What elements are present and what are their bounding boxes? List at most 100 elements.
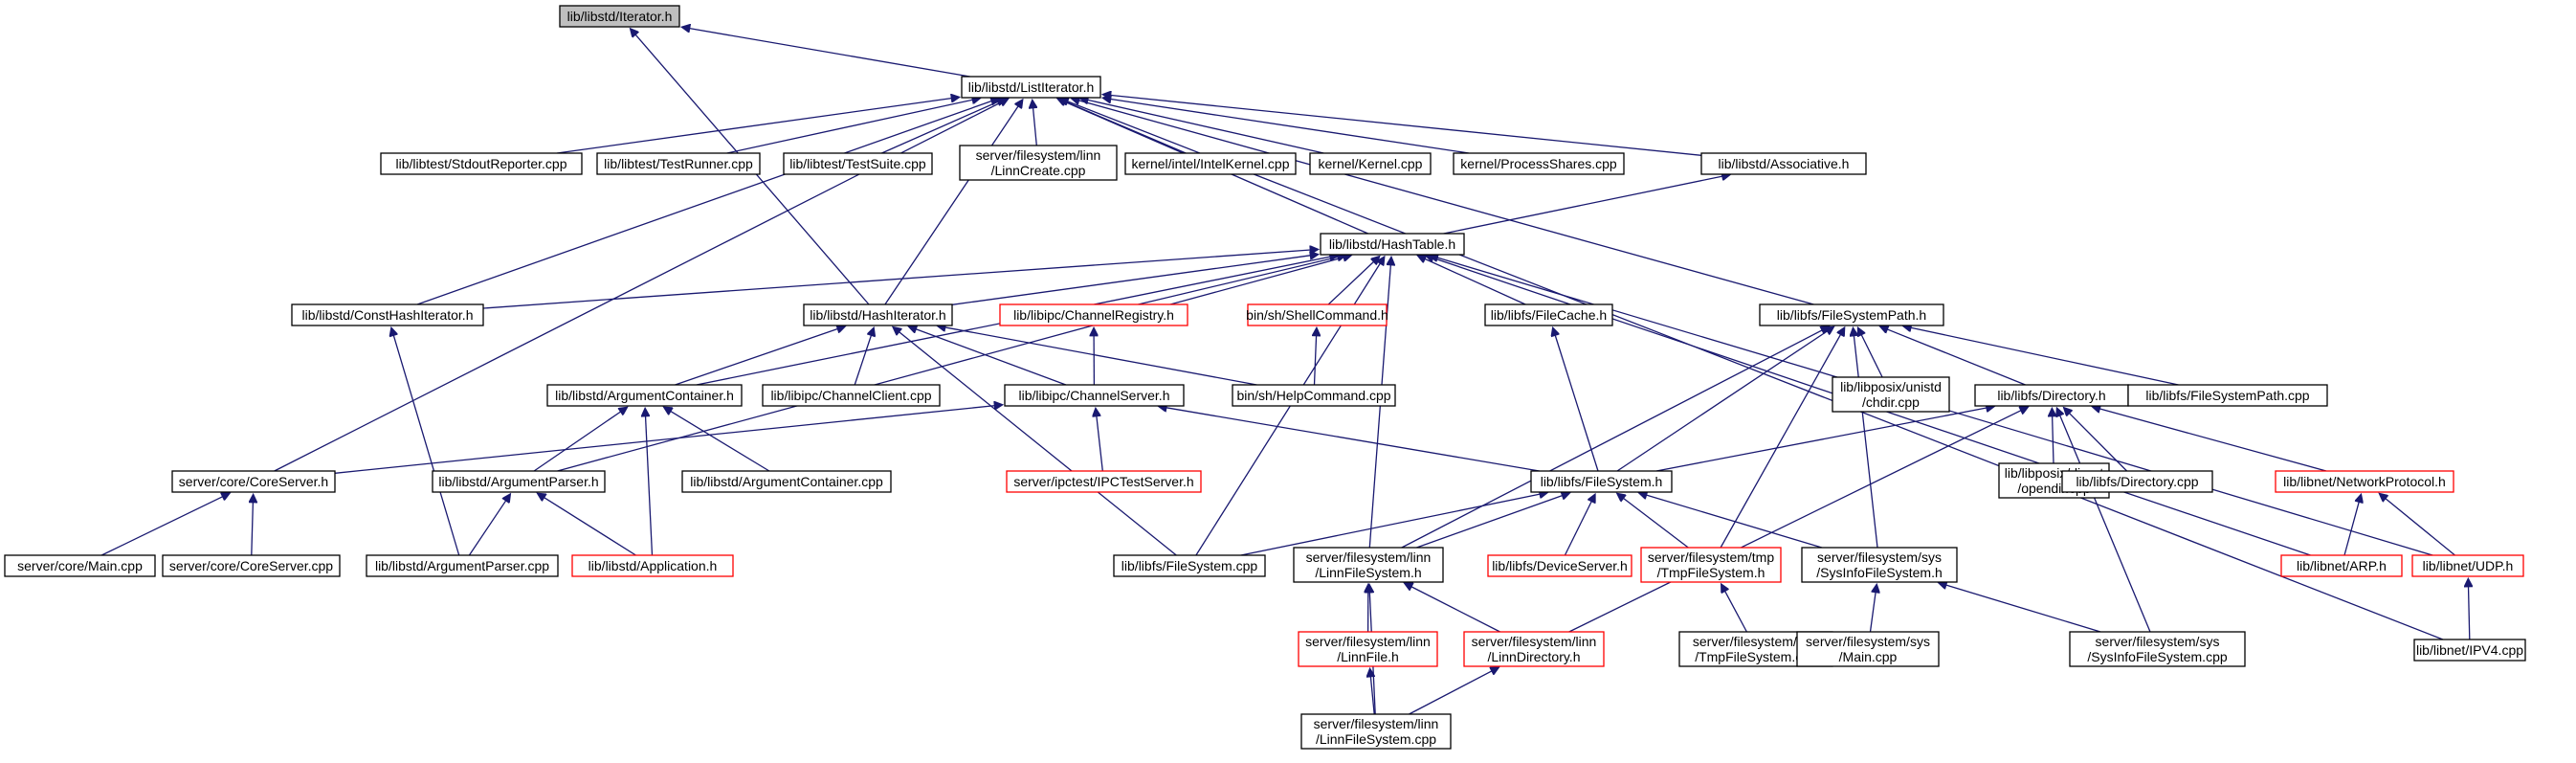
node-chdir[interactable]: lib/libposix/unistd/chdir.cpp [1832, 376, 1950, 413]
node-channelclient[interactable]: lib/libipc/ChannelClient.cpp [762, 384, 941, 407]
node-box [596, 152, 761, 175]
node-sysinfofsh[interactable]: server/filesystem/sys/SysInfoFileSystem.… [1801, 547, 1958, 583]
node-label: /LinnCreate.cpp [991, 163, 1086, 178]
node-linnfileh[interactable]: server/filesystem/linn/LinnFile.h [1298, 631, 1438, 667]
node-applicationh[interactable]: lib/libstd/Application.h [571, 554, 734, 577]
node-box [1530, 470, 1673, 493]
node-box [291, 303, 484, 326]
node-directorycpp[interactable]: lib/libfs/Directory.cpp [2061, 470, 2213, 493]
node-label: server/core/CoreServer.h [179, 474, 328, 489]
node-label: server/filesystem/linn [1314, 716, 1439, 731]
edge-netprotocol-udph [2385, 498, 2455, 556]
node-label: lib/libipc/ChannelServer.h [1019, 388, 1170, 403]
node-stdoutrep[interactable]: lib/libtest/StdoutReporter.cpp [380, 152, 583, 175]
node-channelreg[interactable]: lib/libipc/ChannelRegistry.h [999, 303, 1188, 326]
node-box [366, 554, 559, 577]
edge-hashtable-hashiterator [951, 256, 1311, 305]
node-label: /LinnDirectory.h [1487, 649, 1580, 664]
node-linncreate[interactable]: server/filesystem/linn/LinnCreate.cpp [959, 145, 1118, 181]
node-shellcmd[interactable]: bin/sh/ShellCommand.h [1246, 303, 1388, 326]
node-argcontainercpp[interactable]: lib/libstd/ArgumentContainer.cpp [681, 470, 892, 493]
edge-hashtable-filecache [1424, 258, 1526, 305]
node-arph[interactable]: lib/libnet/ARP.h [2280, 554, 2403, 577]
node-box [380, 152, 583, 175]
node-ipctestserver[interactable]: server/ipctest/IPCTestServer.h [1006, 470, 1202, 493]
node-box [1309, 152, 1432, 175]
edge-layer [100, 29, 2470, 715]
edge-filesystemh-sysinfofsh [1646, 495, 1823, 549]
node-label: lib/libstd/ConstHashIterator.h [302, 307, 474, 323]
node-label: lib/libfs/FileSystem.cpp [1121, 558, 1258, 573]
node-fspathcpp[interactable]: lib/libfs/FileSystemPath.cpp [2127, 384, 2328, 407]
node-label: lib/libposix/unistd [1840, 379, 1942, 394]
node-udph[interactable]: lib/libnet/UDP.h [2411, 554, 2524, 577]
edge-listiterator-stdoutrep [556, 99, 952, 154]
node-tmpfsh[interactable]: server/filesystem/tmp/TmpFileSystem.h [1640, 547, 1782, 583]
node-linndirh[interactable]: server/filesystem/linn/LinnDirectory.h [1463, 631, 1605, 667]
edge-tmpfsh-tmpfscpp [1724, 591, 1747, 633]
node-coreservercpp[interactable]: server/core/CoreServer.cpp [162, 554, 341, 577]
node-box [546, 384, 743, 407]
node-label: /chdir.cpp [1862, 394, 1920, 410]
node-netprotocol[interactable]: lib/libnet/NetworkProtocol.h [2275, 470, 2454, 493]
edge-hashiterator-filesystemcpp [899, 331, 1177, 556]
node-filesystemh[interactable]: lib/libfs/FileSystem.h [1530, 470, 1673, 493]
node-maincpp[interactable]: server/core/Main.cpp [4, 554, 156, 577]
node-box [1801, 547, 1958, 583]
edge-fspath-tmpfsh [1720, 334, 1841, 549]
node-label: lib/libfs/FileSystemPath.h [1777, 307, 1926, 323]
node-hashtable[interactable]: lib/libstd/HashTable.h [1320, 233, 1465, 256]
node-label: bin/sh/ShellCommand.h [1246, 307, 1388, 323]
node-label: /LinnFileSystem.h [1315, 565, 1421, 580]
node-argparserh[interactable]: lib/libstd/ArgumentParser.h [432, 470, 606, 493]
edge-hashiterator-channelclient [854, 335, 872, 386]
node-filesystemcpp[interactable]: lib/libfs/FileSystem.cpp [1113, 554, 1266, 577]
node-layer: lib/libstd/Iterator.h lib/libstd/ListIter… [4, 5, 2526, 750]
node-kernelcpp[interactable]: kernel/Kernel.cpp [1309, 152, 1432, 175]
edge-fspath-sysinfofsh [1854, 335, 1878, 549]
node-associative[interactable]: lib/libstd/Associative.h [1700, 152, 1867, 175]
node-testrunner[interactable]: lib/libtest/TestRunner.cpp [596, 152, 761, 175]
edge-listiterator-fspath [1078, 101, 1814, 305]
node-label: lib/libfs/FileSystemPath.cpp [2145, 388, 2309, 403]
node-argcontainer[interactable]: lib/libstd/ArgumentContainer.h [546, 384, 743, 407]
node-label: lib/libfs/DeviceServer.h [1492, 558, 1628, 573]
node-label: lib/libipc/ChannelClient.cpp [770, 388, 931, 403]
node-filecache[interactable]: lib/libfs/FileCache.h [1484, 303, 1613, 326]
node-directoryh[interactable]: lib/libfs/Directory.h [1974, 384, 2129, 407]
node-iterator[interactable]: lib/libstd/Iterator.h [559, 5, 680, 28]
edge-hashtable-filesystemcpp [1195, 263, 1381, 556]
node-helpcmd[interactable]: bin/sh/HelpCommand.cpp [1232, 384, 1396, 407]
node-box [1453, 152, 1625, 175]
node-hashiterator[interactable]: lib/libstd/HashIterator.h [803, 303, 953, 326]
node-label: kernel/Kernel.cpp [1319, 156, 1423, 171]
edge-coreserverh-coreservercpp [252, 502, 254, 556]
node-label: lib/libnet/ARP.h [2297, 558, 2387, 573]
edge-channelserver-coreserverh [334, 406, 995, 474]
node-channelserver[interactable]: lib/libipc/ChannelServer.h [1004, 384, 1185, 407]
edge-listiterator-linncreate [1033, 107, 1037, 146]
edge-argparserh-argparsercpp [468, 500, 506, 556]
node-sysinfofscpp[interactable]: server/filesystem/sys/SysInfoFileSystem.… [2069, 631, 2246, 667]
node-testsuite[interactable]: lib/libtest/TestSuite.cpp [783, 152, 933, 175]
node-processshares[interactable]: kernel/ProcessShares.cpp [1453, 152, 1625, 175]
edge-channelserver-filesystemh [1166, 408, 1540, 472]
edge-listiterator-consthashit [416, 101, 992, 305]
node-linnfscpp[interactable]: server/filesystem/linn/LinnFileSystem.cp… [1300, 713, 1452, 750]
node-box [432, 470, 606, 493]
node-box [1796, 631, 1940, 667]
node-coreserverh[interactable]: server/core/CoreServer.h [171, 470, 336, 493]
node-consthashit[interactable]: lib/libstd/ConstHashIterator.h [291, 303, 484, 326]
edge-fspath-directoryh [1887, 329, 2026, 386]
node-box [961, 76, 1101, 99]
node-sysmain[interactable]: server/filesystem/sys/Main.cpp [1796, 631, 1940, 667]
node-listiterator[interactable]: lib/libstd/ListIterator.h [961, 76, 1101, 99]
node-label: lib/libstd/HashTable.h [1329, 236, 1455, 252]
node-box [1232, 384, 1396, 407]
node-intelkernel[interactable]: kernel/intel/IntelKernel.cpp [1124, 152, 1297, 175]
node-fspath[interactable]: lib/libfs/FileSystemPath.h [1759, 303, 1944, 326]
node-deviceserver[interactable]: lib/libfs/DeviceServer.h [1487, 554, 1632, 577]
node-argparsercpp[interactable]: lib/libstd/ArgumentParser.cpp [366, 554, 559, 577]
node-linnfsh[interactable]: server/filesystem/linn/LinnFileSystem.h [1293, 547, 1444, 583]
node-ipv4[interactable]: lib/libnet/IPV4.cpp [2413, 639, 2526, 662]
